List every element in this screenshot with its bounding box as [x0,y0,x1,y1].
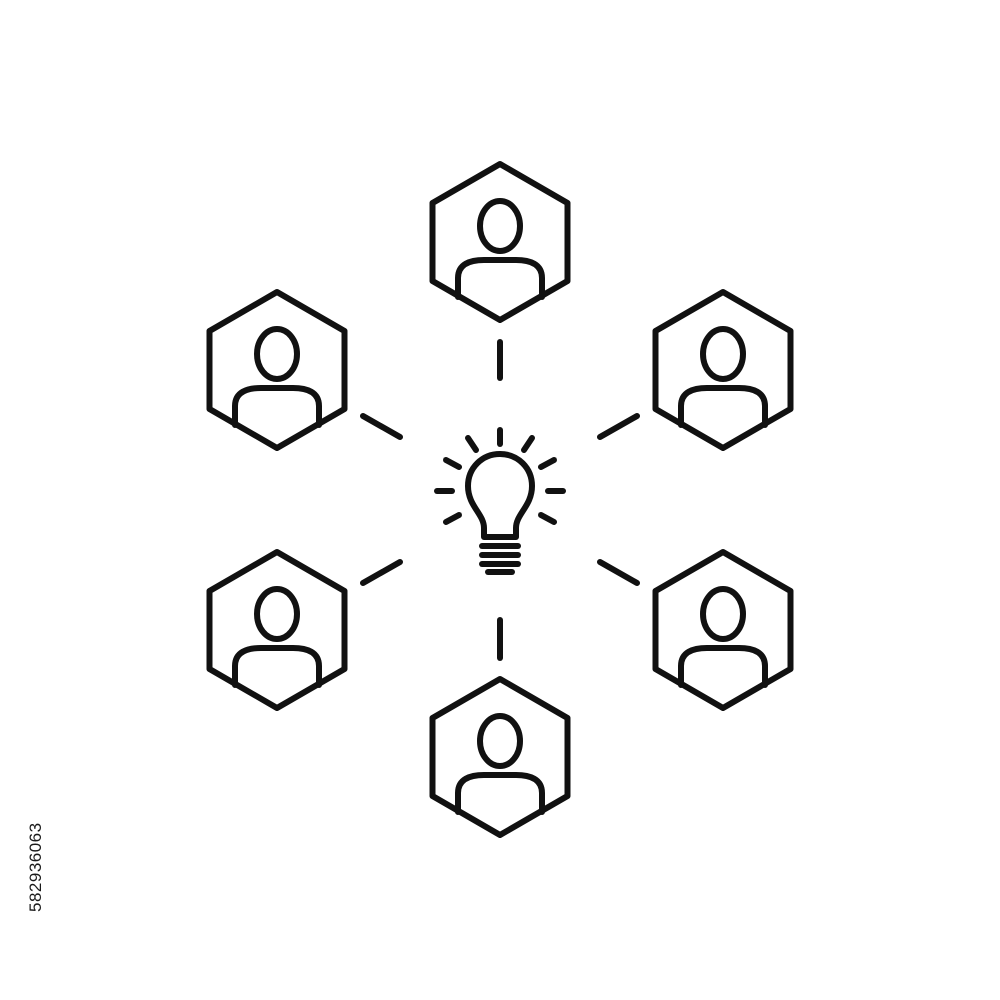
person-nodes [206,161,794,838]
connector-upper-left [360,413,403,440]
person-head [477,198,523,254]
person-body [232,645,322,688]
connector-lower-right [597,559,640,586]
person-body [455,772,545,815]
person-icon [678,326,768,428]
person-node-upper-right [652,289,794,451]
hexagon-frame [206,549,348,711]
stock-id-watermark: 582936063 [26,822,45,912]
connector-lower-left [360,559,403,586]
person-head [254,586,300,642]
person-node-lower-right [652,549,794,711]
person-body [232,385,322,428]
person-icon [455,713,545,815]
hexagon-frame [429,676,571,838]
hexagon-frame [652,289,794,451]
person-head [254,326,300,382]
lightbulb-icon [434,427,566,575]
connector-lines [360,339,640,661]
person-icon [455,198,545,300]
connector-upper-right [597,413,640,440]
lightbulb-glass [465,451,535,540]
hexagon-frame [206,289,348,451]
person-head [700,586,746,642]
hexagon-frame [652,549,794,711]
person-node-bottom [429,676,571,838]
person-icon [678,586,768,688]
person-head [700,326,746,382]
person-head [477,713,523,769]
person-node-lower-left [206,549,348,711]
person-body [678,385,768,428]
lightbulb-rays [434,427,566,525]
person-icon [232,326,322,428]
hexagon-frame [429,161,571,323]
person-icon [232,586,322,688]
person-body [678,645,768,688]
person-node-upper-left [206,289,348,451]
person-body [455,257,545,300]
person-node-top [429,161,571,323]
